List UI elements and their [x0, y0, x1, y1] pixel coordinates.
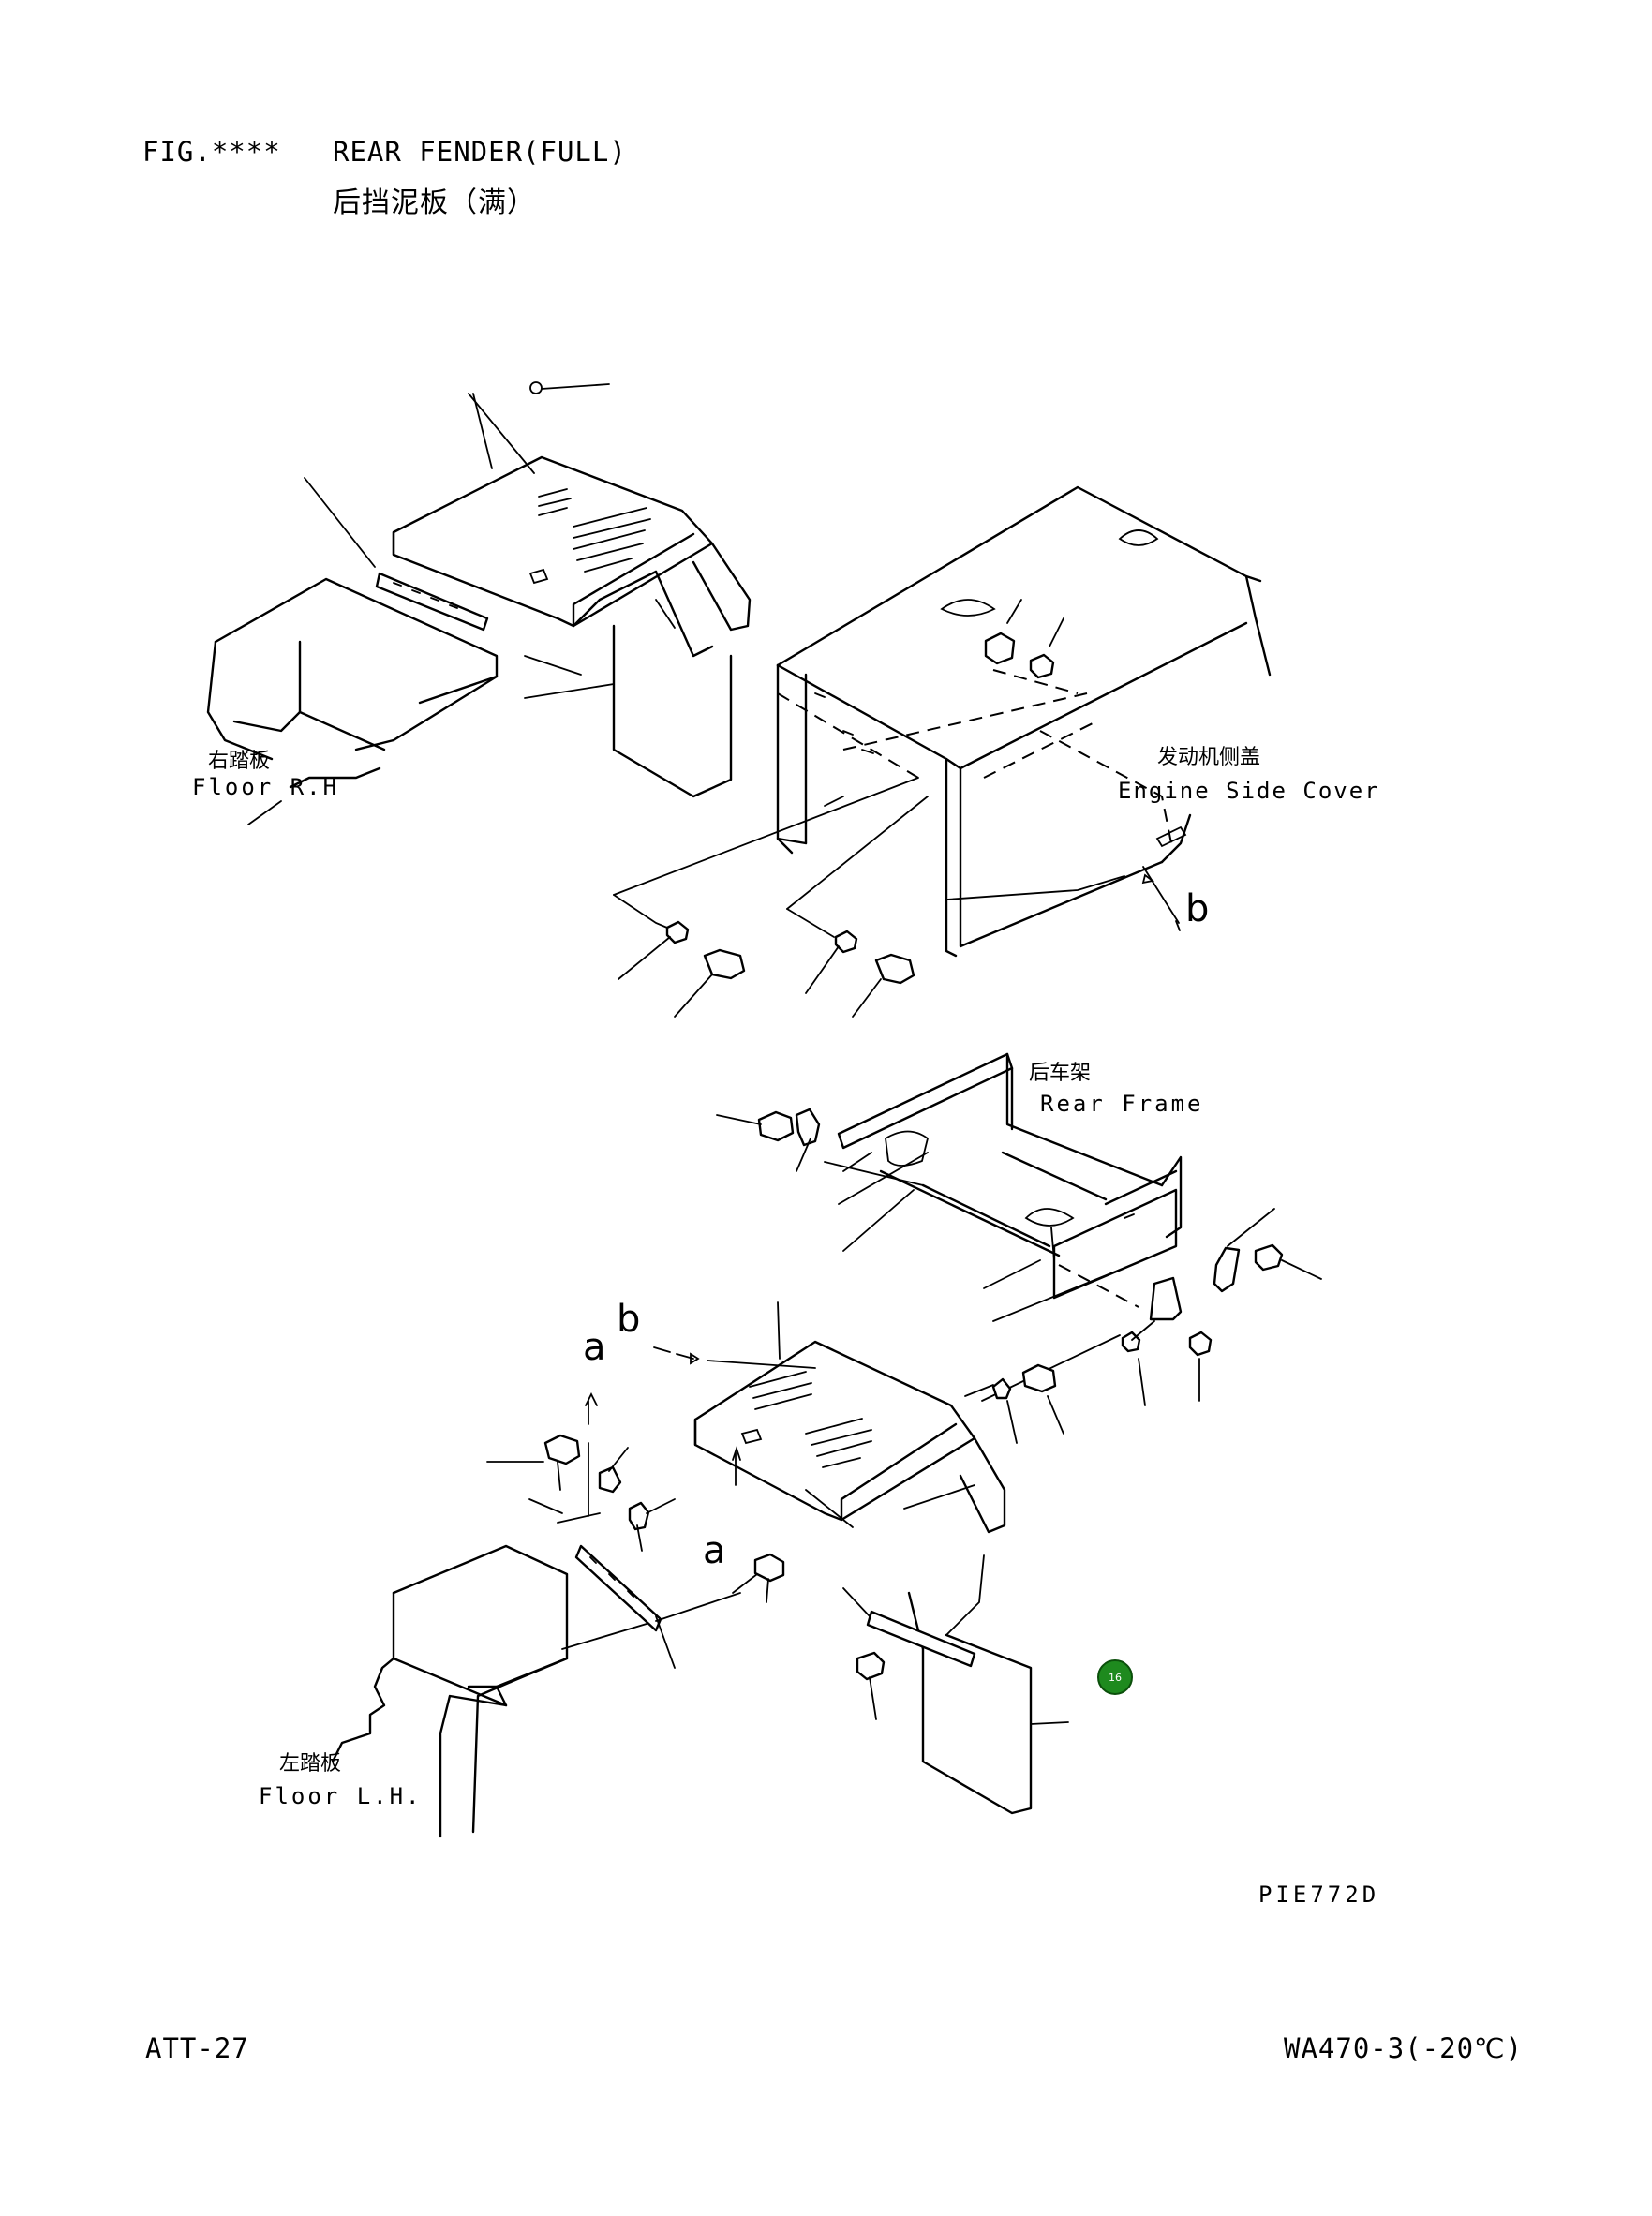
- rear-frame-label-en: Rear Frame: [1040, 1091, 1204, 1117]
- reference-b-upper: b: [1185, 887, 1210, 930]
- reference-a-right: a: [703, 1529, 726, 1572]
- rear-frame-brackets: [716, 1108, 1322, 1406]
- machine-model: WA470-3(-20℃): [1284, 2032, 1524, 2064]
- upper-left-leaders: [247, 381, 615, 825]
- right-fender: [392, 455, 752, 658]
- figure-number: FIG.****: [142, 136, 281, 168]
- left-floor-plate: [331, 1544, 657, 1838]
- floor-lh-label-cn: 左踏板: [279, 1752, 342, 1776]
- engine-side-cover: [776, 485, 1272, 958]
- lower-right-bolts: [964, 1363, 1064, 1444]
- left-fender: [693, 1301, 1006, 1534]
- right-mud-flap: [612, 599, 733, 798]
- b-reference-arrows: [653, 873, 1155, 1369]
- rear-frame-label-cn: 后车架: [1029, 1062, 1092, 1085]
- cover-top-bolts: [984, 599, 1064, 679]
- figure-title-english: REAR FENDER(FULL): [333, 136, 627, 168]
- upper-strip-bracket: [375, 572, 489, 632]
- floor-lh-label-en: Floor L.H.: [259, 1783, 423, 1809]
- upper-section-lower-bolts: [613, 777, 929, 1018]
- figure-title-chinese: 后挡泥板（满）: [333, 186, 536, 219]
- reference-a-left: a: [583, 1326, 606, 1369]
- rear-frame: [837, 1052, 1183, 1308]
- engine-side-cover-label-en: Engine Side Cover: [1118, 778, 1380, 804]
- right-floor-plate: [206, 577, 499, 789]
- lower-left-bolts: [486, 1391, 785, 1603]
- reference-b-lower: b: [617, 1298, 641, 1341]
- part-number-marker[interactable]: 16: [1097, 1659, 1133, 1695]
- engine-side-cover-label-cn: 发动机侧盖: [1157, 746, 1261, 769]
- drawing-code: PIE772D: [1258, 1881, 1380, 1908]
- page-id: ATT-27: [145, 2032, 249, 2064]
- lower-strip-bracket: [574, 1544, 741, 1669]
- floor-rh-label-en: Floor R.H: [192, 774, 340, 800]
- left-mud-flap: [903, 1484, 1069, 1815]
- floor-rh-label-cn: 右踏板: [208, 750, 271, 773]
- lower-mud-flap-strip: [842, 1587, 976, 1720]
